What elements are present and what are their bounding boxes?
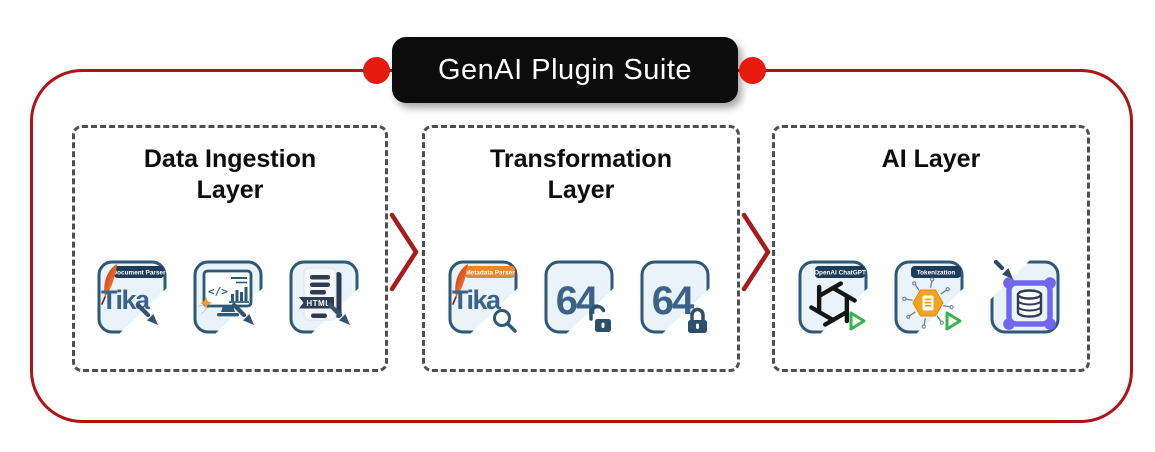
connector-dot-left bbox=[363, 57, 390, 84]
svg-text:HTML: HTML bbox=[306, 299, 330, 308]
tika-document-parser-icon: Document Parser Tika bbox=[95, 256, 173, 344]
openai-chatgpt-icon: OpenAI ChatGPT bbox=[796, 256, 874, 344]
layer-box-ai: AI Layer OpenAI ChatGPT Tokenization bbox=[772, 125, 1090, 372]
icon-row: Metadata Parser Tika 64 64 bbox=[425, 256, 737, 344]
svg-text:OpenAI ChatGPT: OpenAI ChatGPT bbox=[814, 269, 866, 276]
suite-title-label: GenAI Plugin Suite bbox=[437, 53, 693, 86]
base64-unlocked-icon: 64 bbox=[542, 256, 620, 344]
svg-text:64: 64 bbox=[652, 279, 695, 323]
icon-row: Document Parser Tika </> bbox=[75, 256, 385, 344]
suite-title-box: GenAI Plugin Suite bbox=[392, 37, 738, 103]
flow-chevron-icon bbox=[389, 212, 419, 292]
flow-chevron-icon bbox=[741, 212, 771, 292]
html-document-icon: HTML bbox=[287, 256, 365, 344]
tika-metadata-parser-icon: Metadata Parser Tika bbox=[446, 256, 524, 344]
svg-text:Document Parser: Document Parser bbox=[113, 269, 166, 276]
data-network-db-icon bbox=[988, 256, 1066, 344]
layer-title: AI Layer bbox=[881, 145, 981, 173]
svg-text:Metadata Parser: Metadata Parser bbox=[465, 269, 515, 276]
base64-locked-icon: 64 bbox=[638, 256, 716, 344]
tokenization-icon: Tokenization bbox=[892, 256, 970, 344]
svg-text:</>: </> bbox=[208, 285, 228, 298]
icon-row: OpenAI ChatGPT Tokenization bbox=[775, 256, 1087, 344]
svg-text:Tika: Tika bbox=[452, 285, 502, 315]
svg-text:Tokenization: Tokenization bbox=[917, 269, 956, 276]
svg-text:64: 64 bbox=[556, 279, 599, 323]
connector-dot-right bbox=[739, 57, 766, 84]
web-code-report-parser-icon: </> bbox=[191, 256, 269, 344]
